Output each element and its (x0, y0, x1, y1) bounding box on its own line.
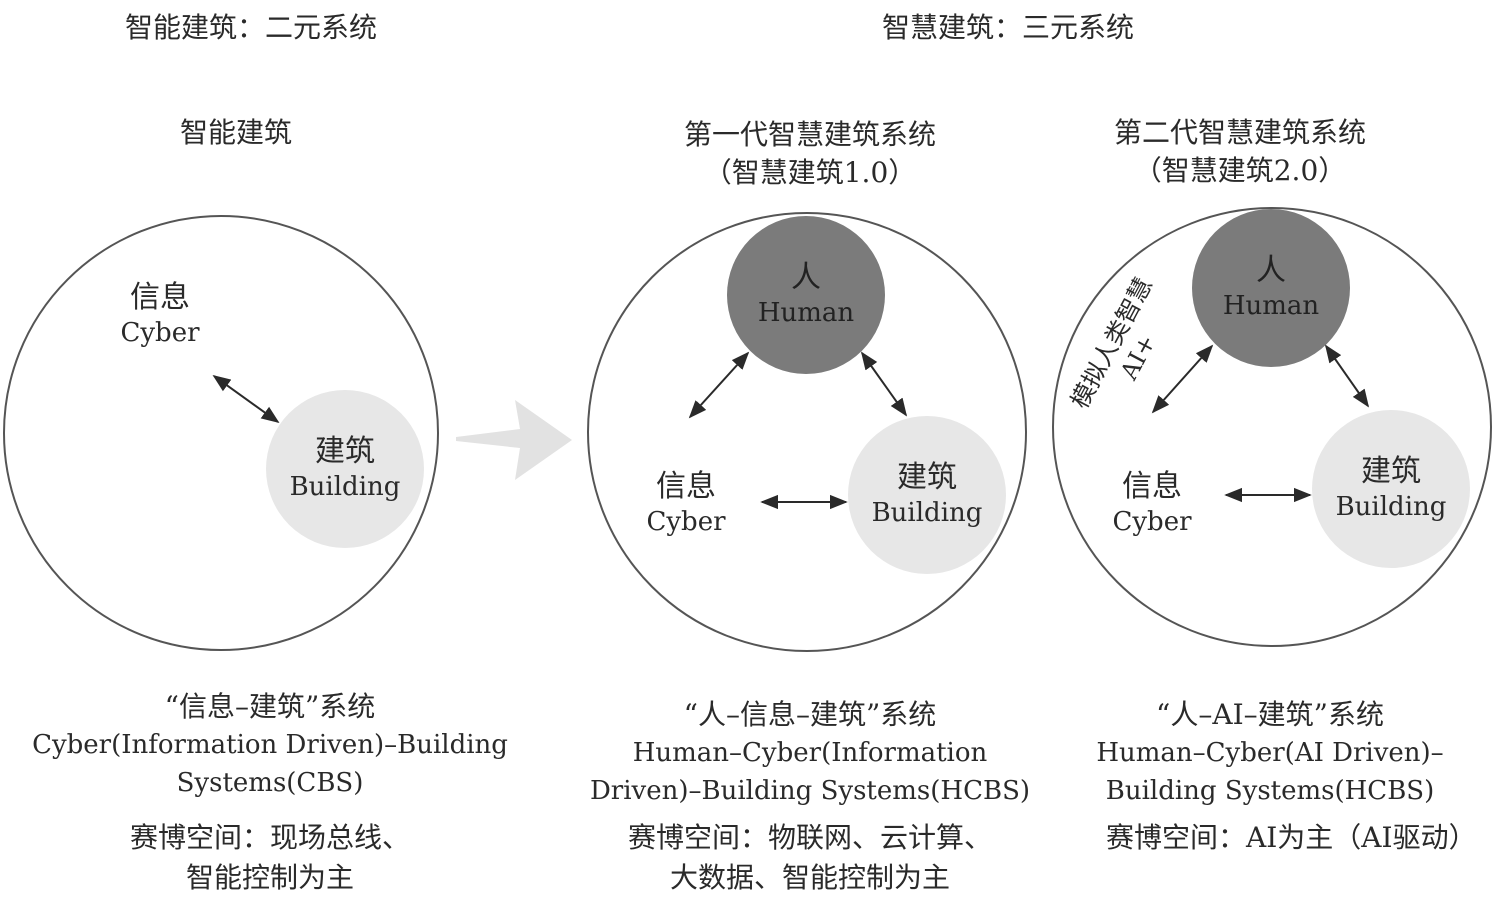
building-label-en: Building (871, 498, 983, 528)
panel2-title-sub: （智慧建筑1.0） (703, 156, 917, 189)
panel1-note-2: 智能控制为主 (185, 861, 354, 894)
panel2-note: 赛博空间：物联网、云计算、 大数据、智能控制为主 (560, 818, 1060, 898)
panel3-caption: “人–AI–建筑”系统 Human–Cyber(AI Driven)– Buil… (1050, 696, 1490, 810)
cyber-label-en: Cyber (1112, 507, 1192, 537)
panel3-title-main: 第二代智慧建筑系统 (1113, 116, 1366, 149)
panel1-note-1: 赛博空间：现场总线、 (129, 821, 410, 854)
panel2-caption: “人–信息–建筑”系统 Human–Cyber(Information Driv… (560, 696, 1060, 810)
panel2-cyber-node: 信息 Cyber (612, 430, 760, 578)
panel2-caption-en-2: Driven)–Building Systems(HCBS) (589, 776, 1031, 806)
header-ternary-system: 智慧建筑：三元系统 (882, 11, 1135, 44)
arrow-cyber-human-p3 (1151, 344, 1214, 414)
panel2-caption-en-1: Human–Cyber(Information (632, 738, 988, 768)
human-label-en: Human (757, 298, 855, 328)
panel1-note: 赛博空间：现场总线、 智能控制为主 (20, 818, 520, 898)
panel2-caption-zh: “人–信息–建筑”系统 (683, 698, 937, 731)
header-binary-system: 智能建筑：二元系统 (125, 11, 378, 44)
panel1-caption: “信息–建筑”系统 Cyber(Information Driven)–Buil… (20, 688, 520, 802)
human-label-zh: 人 (1256, 253, 1286, 288)
panel2-note-1: 赛博空间：物联网、云计算、 (627, 821, 992, 854)
transition-arrow (456, 400, 572, 480)
cyber-label-zh: 信息 (130, 280, 190, 315)
arrow-human-building-p3 (1324, 344, 1370, 408)
panel1-caption-en-1: Cyber(Information Driven)–Building (32, 730, 508, 760)
building-label-en: Building (289, 472, 401, 502)
panel2-title: 第一代智慧建筑系统 （智慧建筑1.0） (600, 116, 1020, 192)
panel3-note: 赛博空间：AI为主（AI驱动） (1106, 818, 1494, 858)
panel1-building-node: 建筑 Building (266, 390, 424, 548)
panel3-caption-en-2: Building Systems(HCBS) (1105, 776, 1435, 806)
arrow-human-building-p2 (860, 351, 908, 417)
arrow-cyber-human-p2 (688, 351, 750, 419)
panel3-note-1: 赛博空间：AI为主（AI驱动） (1106, 821, 1477, 854)
cyber-label-zh: 信息 (656, 469, 716, 504)
building-label-zh: 建筑 (1361, 454, 1421, 489)
panel3-system-circle (1052, 207, 1492, 647)
human-label-en: Human (1222, 291, 1320, 321)
panel1-caption-en-2: Systems(CBS) (176, 768, 364, 798)
panel3-building-node: 建筑 Building (1312, 410, 1470, 568)
panel3-title-sub: （智慧建筑2.0） (1133, 154, 1347, 187)
building-label-zh: 建筑 (897, 460, 957, 495)
panel2-human-node: 人 Human (727, 216, 885, 374)
building-label-en: Building (1335, 492, 1447, 522)
cyber-label-zh: 信息 (1122, 469, 1182, 504)
panel1-system-circle (3, 215, 439, 651)
cyber-label-en: Cyber (120, 318, 200, 348)
cyber-label-en: Cyber (646, 507, 726, 537)
panel2-title-main: 第一代智慧建筑系统 (683, 118, 936, 151)
arrow-cyber-building-p1 (212, 374, 280, 424)
panel3-human-node: 人 Human (1192, 209, 1350, 367)
panel3-title: 第二代智慧建筑系统 （智慧建筑2.0） (1040, 114, 1440, 190)
building-label-zh: 建筑 (315, 434, 375, 469)
panel1-caption-zh: “信息–建筑”系统 (164, 690, 376, 723)
panel2-note-2: 大数据、智能控制为主 (669, 861, 950, 894)
panel2-system-circle (587, 212, 1027, 652)
panel3-cyber-node: 信息 Cyber (1078, 430, 1226, 578)
panel2-building-node: 建筑 Building (848, 416, 1006, 574)
panel3-caption-zh: “人–AI–建筑”系统 (1156, 698, 1384, 731)
panel3-caption-en-1: Human–Cyber(AI Driven)– (1096, 738, 1444, 768)
panel1-title: 智能建筑 (179, 116, 292, 149)
human-label-zh: 人 (791, 260, 821, 295)
panel1-cyber-node: 信息 Cyber (90, 255, 230, 375)
